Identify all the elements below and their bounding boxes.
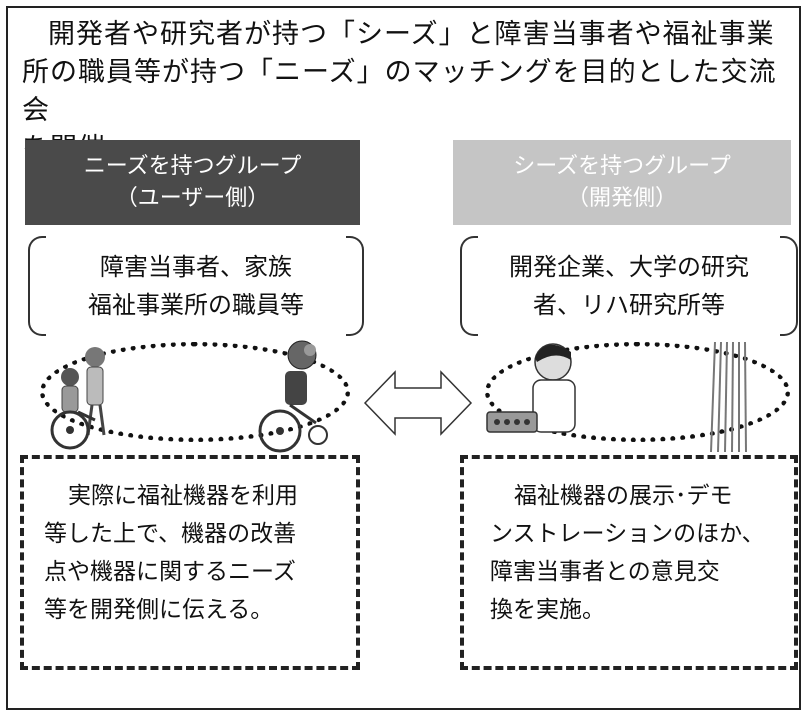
double-arrow-icon — [363, 370, 473, 436]
needs-description-box: 実際に福祉機器を利用 等した上で、機器の改善 点や機器に関するニーズ 等を開発側… — [20, 455, 360, 670]
seeds-description-box: 福祉機器の展示･デモ ンストレーションのほか、 障害当事者との意見交 換を実施。 — [460, 455, 798, 670]
seeds-members-line-2: 者、リハ研究所等 — [533, 291, 725, 319]
needs-group-title: ニーズを持つグループ — [83, 154, 302, 179]
needs-group-subtitle: （ユーザー側） — [115, 186, 270, 211]
seeds-description-line-1: 福祉機器の展示･デモ — [514, 483, 733, 509]
seeds-group-header: シーズを持つグループ （開発側） — [453, 140, 791, 225]
needs-members-line-1: 障害当事者、家族 — [100, 253, 292, 281]
left-bracket — [460, 236, 478, 336]
wheelchair-users-illustration — [50, 340, 328, 453]
needs-description-line-3: 点や機器に関するニーズ — [44, 559, 296, 585]
needs-description-line-1: 実際に福祉機器を利用 — [68, 483, 298, 509]
researcher-illustration — [486, 341, 747, 453]
seeds-group-title: シーズを持つグループ — [513, 154, 731, 179]
left-bracket — [28, 236, 46, 336]
seeds-description-line-2: ンストレーションのほか、 — [490, 521, 765, 547]
needs-group-header: ニーズを持つグループ （ユーザー側） — [25, 140, 360, 225]
seeds-members-line-1: 開発企業、大学の研究 — [509, 253, 749, 281]
headline-line-2: 所の職員等が持つ「ニーズ」のマッチングを目的とした交流会 — [22, 57, 777, 126]
right-bracket — [346, 236, 364, 336]
needs-members: 障害当事者、家族 福祉事業所の職員等 — [28, 236, 364, 336]
developers-ellipse — [485, 342, 790, 442]
users-ellipse — [40, 342, 350, 442]
right-bracket — [780, 236, 798, 336]
needs-description-line-2: 等した上で、機器の改善 — [44, 521, 297, 547]
needs-members-line-2: 福祉事業所の職員等 — [88, 291, 304, 319]
headline-line-1: 開発者や研究者が持つ「シーズ」と障害当事者や福祉事業 — [48, 19, 775, 50]
seeds-description-line-4: 換を実施。 — [490, 597, 605, 623]
needs-description-line-4: 等を開発側に伝える。 — [44, 597, 274, 623]
seeds-description-line-3: 障害当事者との意見交 — [490, 559, 720, 585]
seeds-group-subtitle: （開発側） — [566, 186, 677, 211]
seeds-members: 開発企業、大学の研究 者、リハ研究所等 — [460, 236, 798, 336]
